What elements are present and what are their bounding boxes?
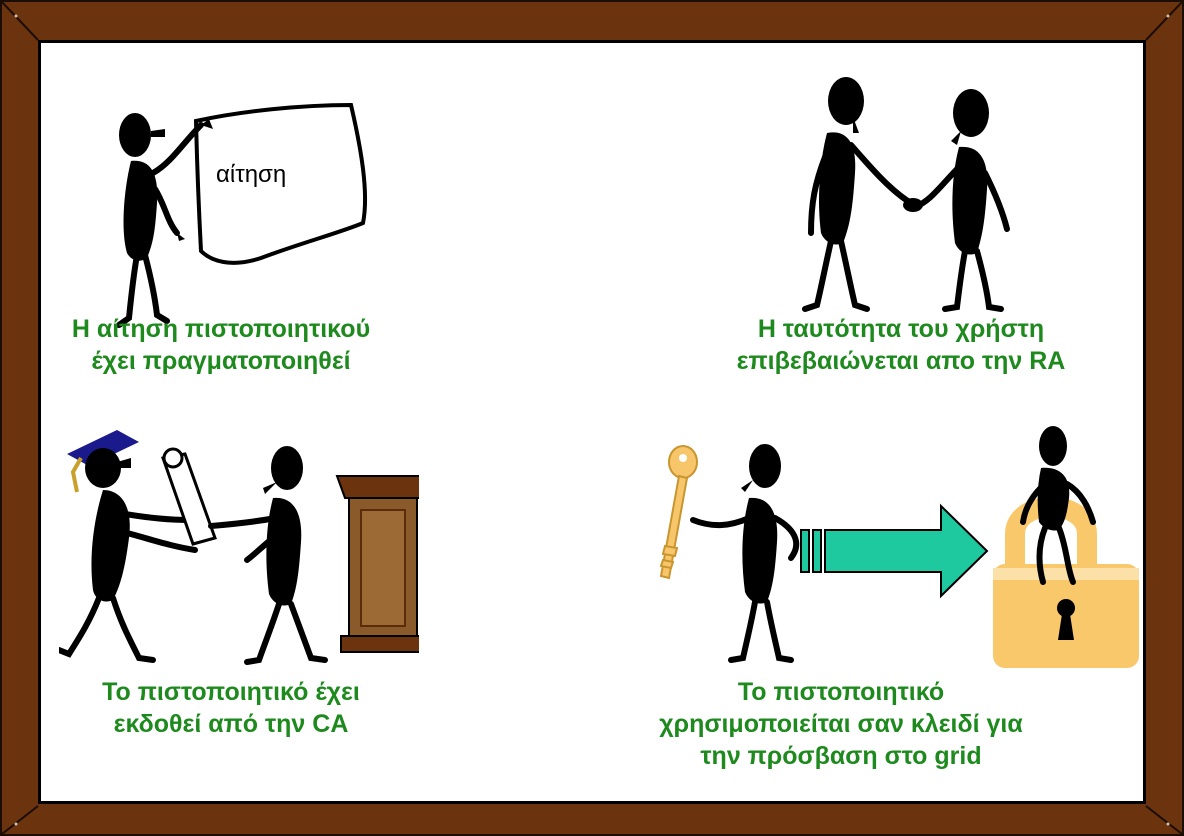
person-head-icon bbox=[271, 446, 303, 490]
issue-caption-line1: Το πιστοποιητικό έχει bbox=[51, 676, 411, 708]
paper-label: αίτηση bbox=[216, 161, 286, 189]
person-head-icon bbox=[1039, 426, 1067, 466]
verify-caption-line2: επιβεβαιώνεται απο την RA bbox=[691, 345, 1111, 377]
person-head-icon bbox=[119, 113, 151, 157]
request-caption-line1: Η αίτηση πιστοποιητικού bbox=[51, 313, 391, 345]
person-head-icon bbox=[749, 444, 781, 488]
handshake-illustration bbox=[791, 73, 1041, 313]
person-body-icon bbox=[91, 490, 129, 602]
request-illustration bbox=[101, 93, 371, 343]
person-head-icon bbox=[85, 448, 121, 488]
person-body-icon bbox=[952, 147, 987, 255]
person-body-icon bbox=[819, 132, 855, 244]
slide-canvas: αίτηση Η αίτηση πιστοποιητικού έχει πραγ… bbox=[38, 40, 1146, 804]
issue-illustration bbox=[59, 428, 419, 668]
verify-caption: Η ταυτότητα του χρήστη επιβεβαιώνεται απ… bbox=[691, 313, 1111, 377]
access-caption-line2: χρησιμοποιείται σαν κλειδί για bbox=[621, 708, 1061, 740]
person-body-icon bbox=[742, 498, 777, 604]
arrow-icon bbox=[801, 530, 809, 572]
access-caption-line1: Το πιστοποιητικό bbox=[621, 676, 1061, 708]
access-illustration bbox=[641, 418, 1151, 668]
person-body-icon bbox=[1038, 468, 1070, 531]
issue-caption: Το πιστοποιητικό έχει εκδοθεί από την CA bbox=[51, 676, 411, 740]
issue-caption-line2: εκδοθεί από την CA bbox=[51, 708, 411, 740]
podium-icon bbox=[337, 476, 419, 498]
person-head-icon bbox=[828, 77, 864, 125]
verify-caption-line1: Η ταυτότητα του χρήστη bbox=[691, 313, 1111, 345]
person-head-icon bbox=[953, 89, 989, 137]
person-body-icon bbox=[266, 498, 301, 606]
handshake-icon bbox=[903, 198, 923, 212]
request-caption: Η αίτηση πιστοποιητικού έχει πραγματοποι… bbox=[51, 313, 391, 377]
access-caption: Το πιστοποιητικό χρησιμοποιείται σαν κλε… bbox=[621, 676, 1061, 772]
access-caption-line3: την πρόσβαση στο grid bbox=[621, 740, 1061, 772]
request-caption-line2: έχει πραγματοποιηθεί bbox=[51, 345, 391, 377]
